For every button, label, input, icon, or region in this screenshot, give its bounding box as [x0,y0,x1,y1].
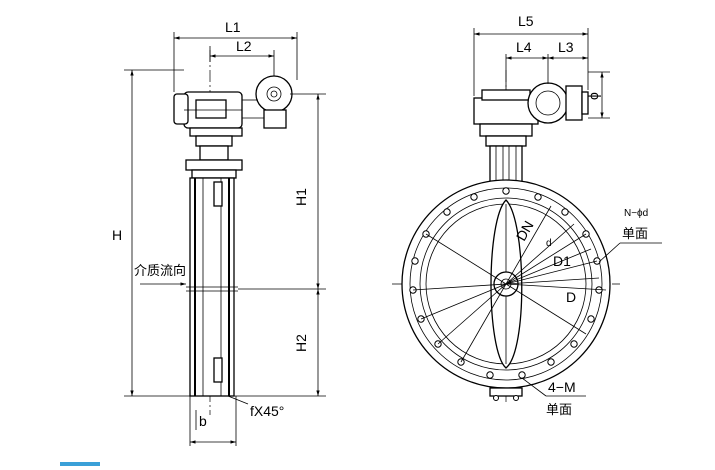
bolt-holes [409,187,603,379]
dim-L5-label: L5 [518,13,534,29]
front-gearbox [473,82,589,195]
flow-direction-label: 介质流向 [134,263,186,279]
tapped-spec-label: 4−M [548,379,576,395]
dim-D-label: D [566,289,576,305]
side-neck [185,135,243,179]
side-body [186,177,238,397]
dim-L2-label: L2 [236,38,252,54]
dim-b-label: b [199,413,207,429]
dim-d-label: d [546,238,552,249]
radial-leaders [412,205,607,363]
dim-H1-label: H1 [293,188,309,206]
footer-accent [60,462,100,466]
side-view: L1 L2 H 介质流向 H1 H2 fX45° b [112,19,326,446]
side-gearbox [173,75,293,137]
dim-H2-label: H2 [293,334,309,352]
front-view: DN d D1 D L5 L4 L3 ϕ N−ϕd 单面 4−M 单面 [392,13,662,418]
dim-L3-label: L3 [558,39,574,55]
dim-L1-label: L1 [225,19,241,35]
holes-side-label: 单面 [622,227,648,242]
holes-spec-label: N−ϕd [624,208,648,219]
dim-L4-label: L4 [516,39,532,55]
chamfer-label: fX45° [250,403,284,419]
tapped-side-label: 单面 [546,403,572,418]
dim-H-label: H [112,227,122,243]
dim-phi-label: ϕ [585,92,601,100]
dim-D1-label: D1 [553,253,571,269]
